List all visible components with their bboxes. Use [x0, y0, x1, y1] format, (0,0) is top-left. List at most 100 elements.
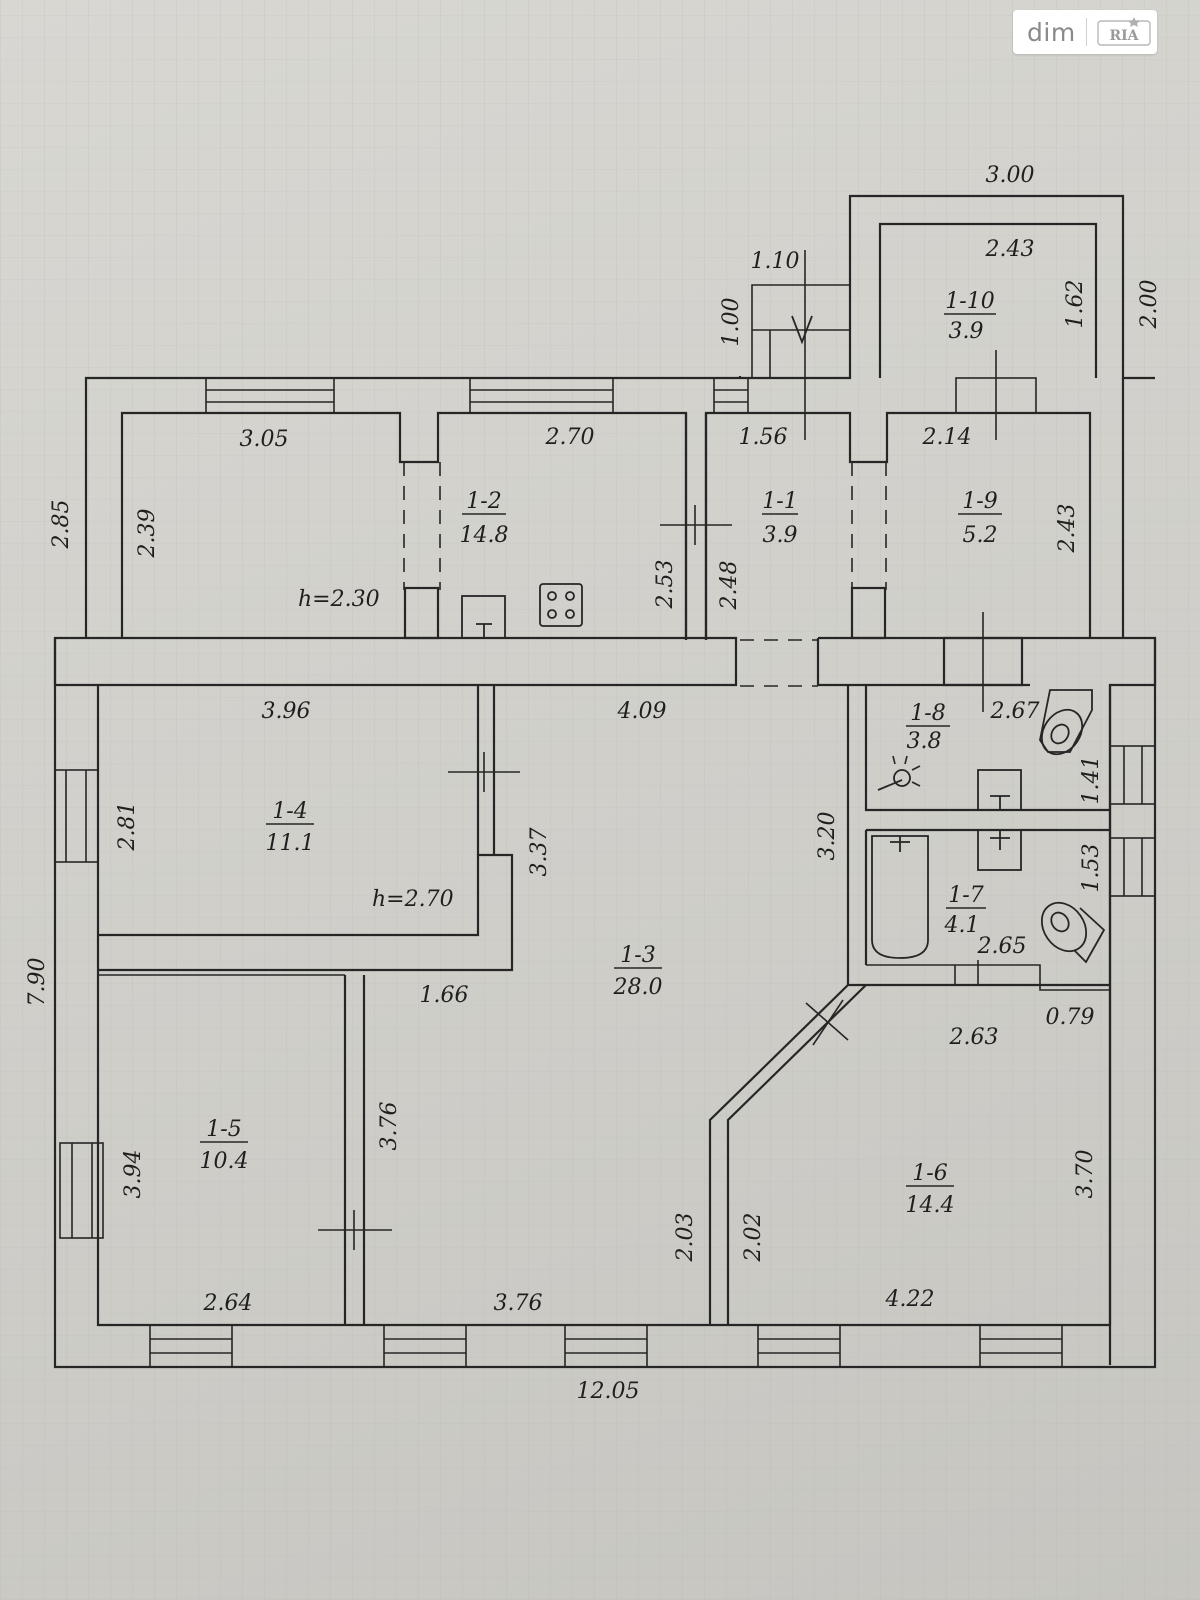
annex-inner-wall: [878, 222, 1098, 378]
middle-wall: [53, 636, 738, 687]
room-1-2: 1-2 14.8: [460, 489, 509, 548]
svg-text:14.4: 14.4: [906, 1193, 955, 1218]
dim-kitchen-width: 2.70: [545, 425, 595, 450]
shower-icon: [877, 755, 921, 791]
dim-room-1-7-width: 2.65: [977, 934, 1027, 959]
dim-room-1-7-height: 1.53: [1079, 844, 1104, 893]
dim-porch-height: 1.00: [719, 298, 744, 347]
outer-wall-top-wing: [84, 194, 1155, 638]
room-1-7: 1-7 4.1: [944, 883, 986, 938]
window-right-2: [1109, 837, 1156, 897]
room-1-8: 1-8 3.8: [906, 701, 950, 754]
height-room-1-4: h=2.70: [372, 887, 454, 912]
svg-text:4.1: 4.1: [944, 913, 980, 938]
dim-ria-logo[interactable]: dim RIA: [1013, 10, 1157, 54]
dim-annex-outer-height: 2.00: [1137, 280, 1162, 330]
fixtures: [461, 315, 1106, 964]
window-bottom-5: [979, 1324, 1063, 1368]
vertical-dimension-labels: 2.00 1.62 1.00 2.85 2.39 2.53 2.48 2.43 …: [25, 280, 1162, 1263]
window-right-1: [1109, 745, 1156, 805]
dim-porch-width: 1.10: [751, 249, 800, 274]
porch-steps: [751, 284, 850, 378]
door-marks: [318, 250, 997, 1250]
dim-hall-width: 1.56: [739, 425, 788, 450]
room-1-3: 1-3 28.0: [613, 943, 663, 1000]
window-bottom-2: [383, 1324, 467, 1368]
window-bottom-4: [757, 1324, 841, 1368]
dim-room-1-3-diag-left: 2.03: [673, 1213, 698, 1263]
diagonal-wall-1-6: [708, 984, 867, 1325]
hall-stub: [850, 586, 887, 640]
room-1-4-partition: [476, 685, 496, 855]
dim-room-1-6-diag: 2.02: [741, 1213, 766, 1263]
dim-annex-inner-height: 1.62: [1063, 280, 1088, 329]
room-1-1: 1-1 3.9: [762, 489, 798, 548]
svg-text:14.8: 14.8: [460, 523, 509, 548]
ria-badge-text: RIA: [1109, 28, 1139, 44]
dim-room-1-3-lower-height: 3.76: [377, 1102, 402, 1151]
toilet-icon-2: [1040, 901, 1106, 964]
dim-room-1-9-height: 2.43: [1055, 504, 1080, 554]
bathroom-block: [846, 685, 1110, 987]
logo-separator: [1085, 18, 1087, 46]
svg-text:1-6: 1-6: [912, 1161, 947, 1186]
dim-room-1-6-step: 0.79: [1046, 1005, 1095, 1030]
svg-text:1-5: 1-5: [206, 1117, 241, 1142]
window-left-2: [59, 1142, 104, 1239]
room-1-4: 1-4 11.1: [266, 799, 315, 856]
window-left-1: [54, 769, 99, 863]
window-top-1: [205, 377, 335, 414]
dim-room-1-9-width: 2.14: [922, 425, 972, 450]
logo-text: dim: [1027, 17, 1076, 47]
room-1-9: 1-9 5.2: [958, 489, 1002, 548]
svg-text:1-2: 1-2: [466, 489, 501, 514]
dim-room-top-left-height: 2.39: [135, 509, 160, 559]
svg-text:1-3: 1-3: [620, 943, 655, 968]
window-bottom-3: [564, 1324, 648, 1368]
room-1-5: 1-5 10.4: [200, 1117, 249, 1174]
bathtub-icon: [871, 835, 929, 959]
svg-text:1-1: 1-1: [762, 489, 797, 514]
svg-text:11.1: 11.1: [266, 831, 315, 856]
inner-wall-main: [96, 685, 1110, 1327]
dim-room-1-5-height: 3.94: [121, 1150, 146, 1199]
dim-annex-width: 3.00: [986, 163, 1035, 188]
dim-room-1-4-width: 3.96: [262, 699, 311, 724]
svg-text:3.8: 3.8: [907, 729, 942, 754]
svg-text:3.9: 3.9: [763, 523, 798, 548]
middle-wall-right-inner: [816, 638, 1030, 687]
door-kitchen-left: [403, 462, 441, 590]
svg-text:28.0: 28.0: [613, 975, 663, 1000]
stove-icon: [539, 583, 583, 627]
bathroom-bottom: [866, 964, 1110, 991]
window-top-3: [713, 377, 749, 414]
window-bottom-1: [149, 1324, 233, 1368]
dim-hall-height: 2.48: [717, 561, 742, 611]
svg-text:10.4: 10.4: [200, 1149, 249, 1174]
dim-annex-inner-width: 2.43: [985, 237, 1035, 262]
dim-room-1-6-width: 4.22: [885, 1287, 935, 1312]
dim-passage-width: 1.66: [420, 983, 469, 1008]
room-1-4-walls: [98, 853, 514, 972]
dim-room-top-left-width: 3.05: [240, 427, 289, 452]
dim-room-1-3-top: 4.09: [617, 699, 667, 724]
dim-room-1-6-height: 3.70: [1073, 1150, 1098, 1199]
svg-text:3.9: 3.9: [949, 319, 984, 344]
door-hall-right: [851, 462, 887, 590]
svg-text:5.2: 5.2: [963, 523, 998, 548]
svg-text:1-10: 1-10: [945, 289, 994, 314]
dim-room-1-8-width: 2.67: [990, 699, 1040, 724]
room-1-5-partition: [343, 975, 366, 1325]
dim-house-width: 12.05: [577, 1379, 640, 1404]
height-kitchen: h=2.30: [298, 587, 380, 612]
room-1-10: 1-10 3.9: [944, 289, 996, 344]
inner-wall-top-wing: [120, 411, 688, 640]
ria-badge-icon: RIA: [1096, 17, 1151, 46]
room-1-6: 1-6 14.4: [906, 1161, 955, 1218]
kitchen-partition: [684, 413, 708, 640]
entrance-arrow-icon: [791, 315, 813, 345]
svg-text:1-7: 1-7: [948, 883, 983, 908]
dim-room-1-5-width: 2.64: [203, 1291, 253, 1316]
svg-text:1-9: 1-9: [962, 489, 997, 514]
